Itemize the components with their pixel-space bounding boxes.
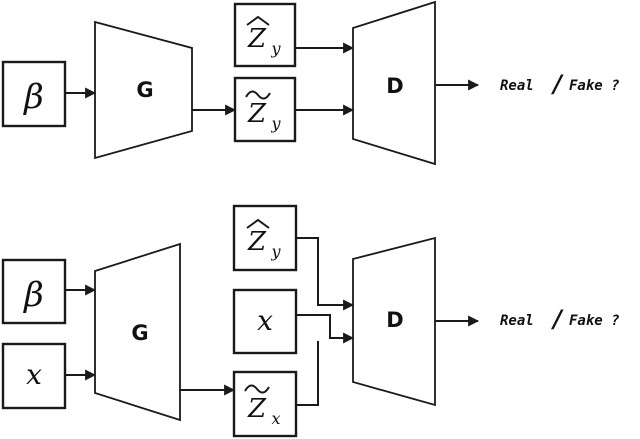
top-z-hat-y-symbol: Z: [247, 24, 267, 54]
bottom-z-hat-y-symbol: Z: [247, 227, 267, 257]
top-output-real: Real: [500, 78, 534, 94]
bottom-x-cond-symbol: x: [257, 304, 273, 337]
bottom-output-slash: /: [551, 305, 565, 333]
top-generator: G: [94, 20, 193, 160]
top-z-tilde-y-subscript: y: [270, 114, 281, 133]
top-z-hat-y-subscript: y: [270, 39, 281, 58]
bottom-discriminator: D: [352, 236, 436, 407]
bottom-z-tilde-x-symbol: Z: [247, 394, 267, 424]
top-z-tilde-y-box: Z y: [233, 76, 297, 143]
top-discriminator: D: [352, 0, 436, 166]
top-output-fake: Fake ?: [569, 78, 620, 94]
tilde-accent-icon: [244, 384, 270, 394]
top-output-label: Real / Fake ?: [500, 70, 620, 98]
top-z-tilde-y-symbol: Z: [247, 99, 267, 129]
bottom-generator: G: [94, 242, 181, 422]
bottom-x-cond-box: x: [232, 288, 298, 355]
bottom-discriminator-label: D: [386, 308, 403, 332]
bottom-x-symbol: x: [26, 358, 42, 391]
top-beta-symbol: β: [22, 77, 44, 117]
bottom-x-box: x: [1, 342, 67, 410]
top-generator-label: G: [136, 78, 153, 102]
bottom-beta-box: β: [1, 258, 67, 325]
arrow-icon: [296, 314, 355, 344]
bottom-z-hat-y-box: Z y: [232, 204, 298, 272]
bottom-z-hat-y-subscript: y: [270, 242, 281, 261]
top-output-slash: /: [551, 70, 565, 98]
hat-accent-icon: [246, 218, 270, 229]
bottom-output-real: Real: [500, 313, 534, 329]
tilde-accent-icon: [245, 90, 271, 100]
bottom-diagram: β x G Z y x Z x: [1, 204, 620, 438]
bottom-z-tilde-x-box: Z x: [232, 370, 298, 438]
bottom-output-fake: Fake ?: [569, 313, 620, 329]
bottom-beta-symbol: β: [22, 275, 44, 315]
top-beta-box: β: [1, 60, 67, 128]
top-diagram: β G Z y Z y D: [1, 0, 620, 166]
hat-accent-icon: [246, 15, 270, 26]
wire-z-tilde-x: [296, 341, 319, 406]
top-discriminator-label: D: [386, 74, 403, 98]
bottom-generator-label: G: [131, 321, 148, 345]
bottom-output-label: Real / Fake ?: [500, 305, 620, 333]
bottom-z-tilde-x-subscript: x: [271, 409, 280, 428]
arrow-icon: [296, 237, 355, 311]
top-z-hat-y-box: Z y: [233, 2, 297, 68]
